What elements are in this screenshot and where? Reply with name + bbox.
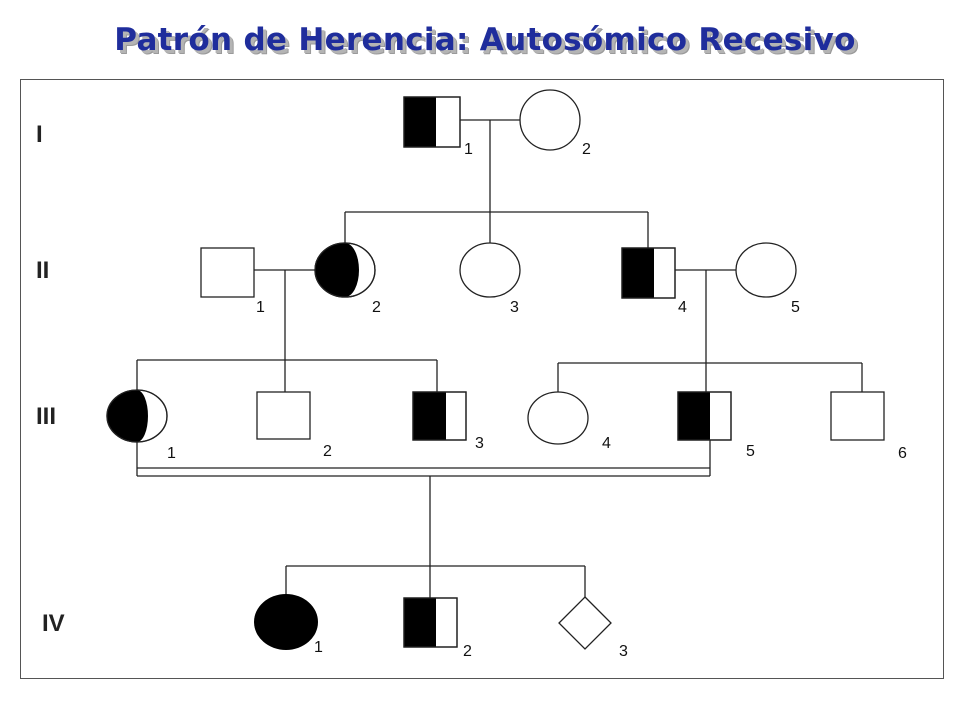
label-II-2: 2 [372,299,381,316]
individual-IV-3 [558,596,612,650]
individual-II-3 [459,242,521,298]
individual-III-3 [412,391,467,441]
label-II-4: 4 [678,299,687,316]
label-III-3: 3 [475,435,484,452]
individual-III-5 [677,391,732,441]
individual-II-4 [621,247,676,299]
individual-III-1 [106,389,168,443]
individual-IV-1 [254,594,318,650]
label-II-5: 5 [791,299,800,316]
label-III-1: 1 [167,445,176,462]
label-II-1: 1 [256,299,265,316]
page-title: Patrón de Herencia: Autosómico Recesivo [114,22,856,58]
generation-label-III: III [36,403,56,430]
label-IV-3: 3 [619,643,628,660]
generation-label-I: I [36,121,43,148]
individual-III-4 [527,391,589,445]
individual-I-1 [403,96,461,148]
generation-label-IV: IV [42,610,65,637]
individual-II-2 [314,242,376,298]
generation-label-II: II [36,257,49,284]
individual-IV-2 [403,597,458,648]
label-II-3: 3 [510,299,519,316]
label-III-4: 4 [602,435,611,452]
individual-II-5 [735,242,797,298]
label-III-2: 2 [323,443,332,460]
label-I-2: 2 [582,141,591,158]
individual-I-2 [519,89,581,151]
label-I-1: 1 [464,141,473,158]
individual-II-1 [200,247,255,298]
pedigree-lines [136,119,863,598]
individual-III-6 [830,391,885,441]
pedigree-frame [20,79,944,679]
label-IV-2: 2 [463,643,472,660]
individual-III-2 [256,391,311,440]
label-III-6: 6 [898,445,907,462]
label-IV-1: 1 [314,639,323,656]
label-III-5: 5 [746,443,755,460]
